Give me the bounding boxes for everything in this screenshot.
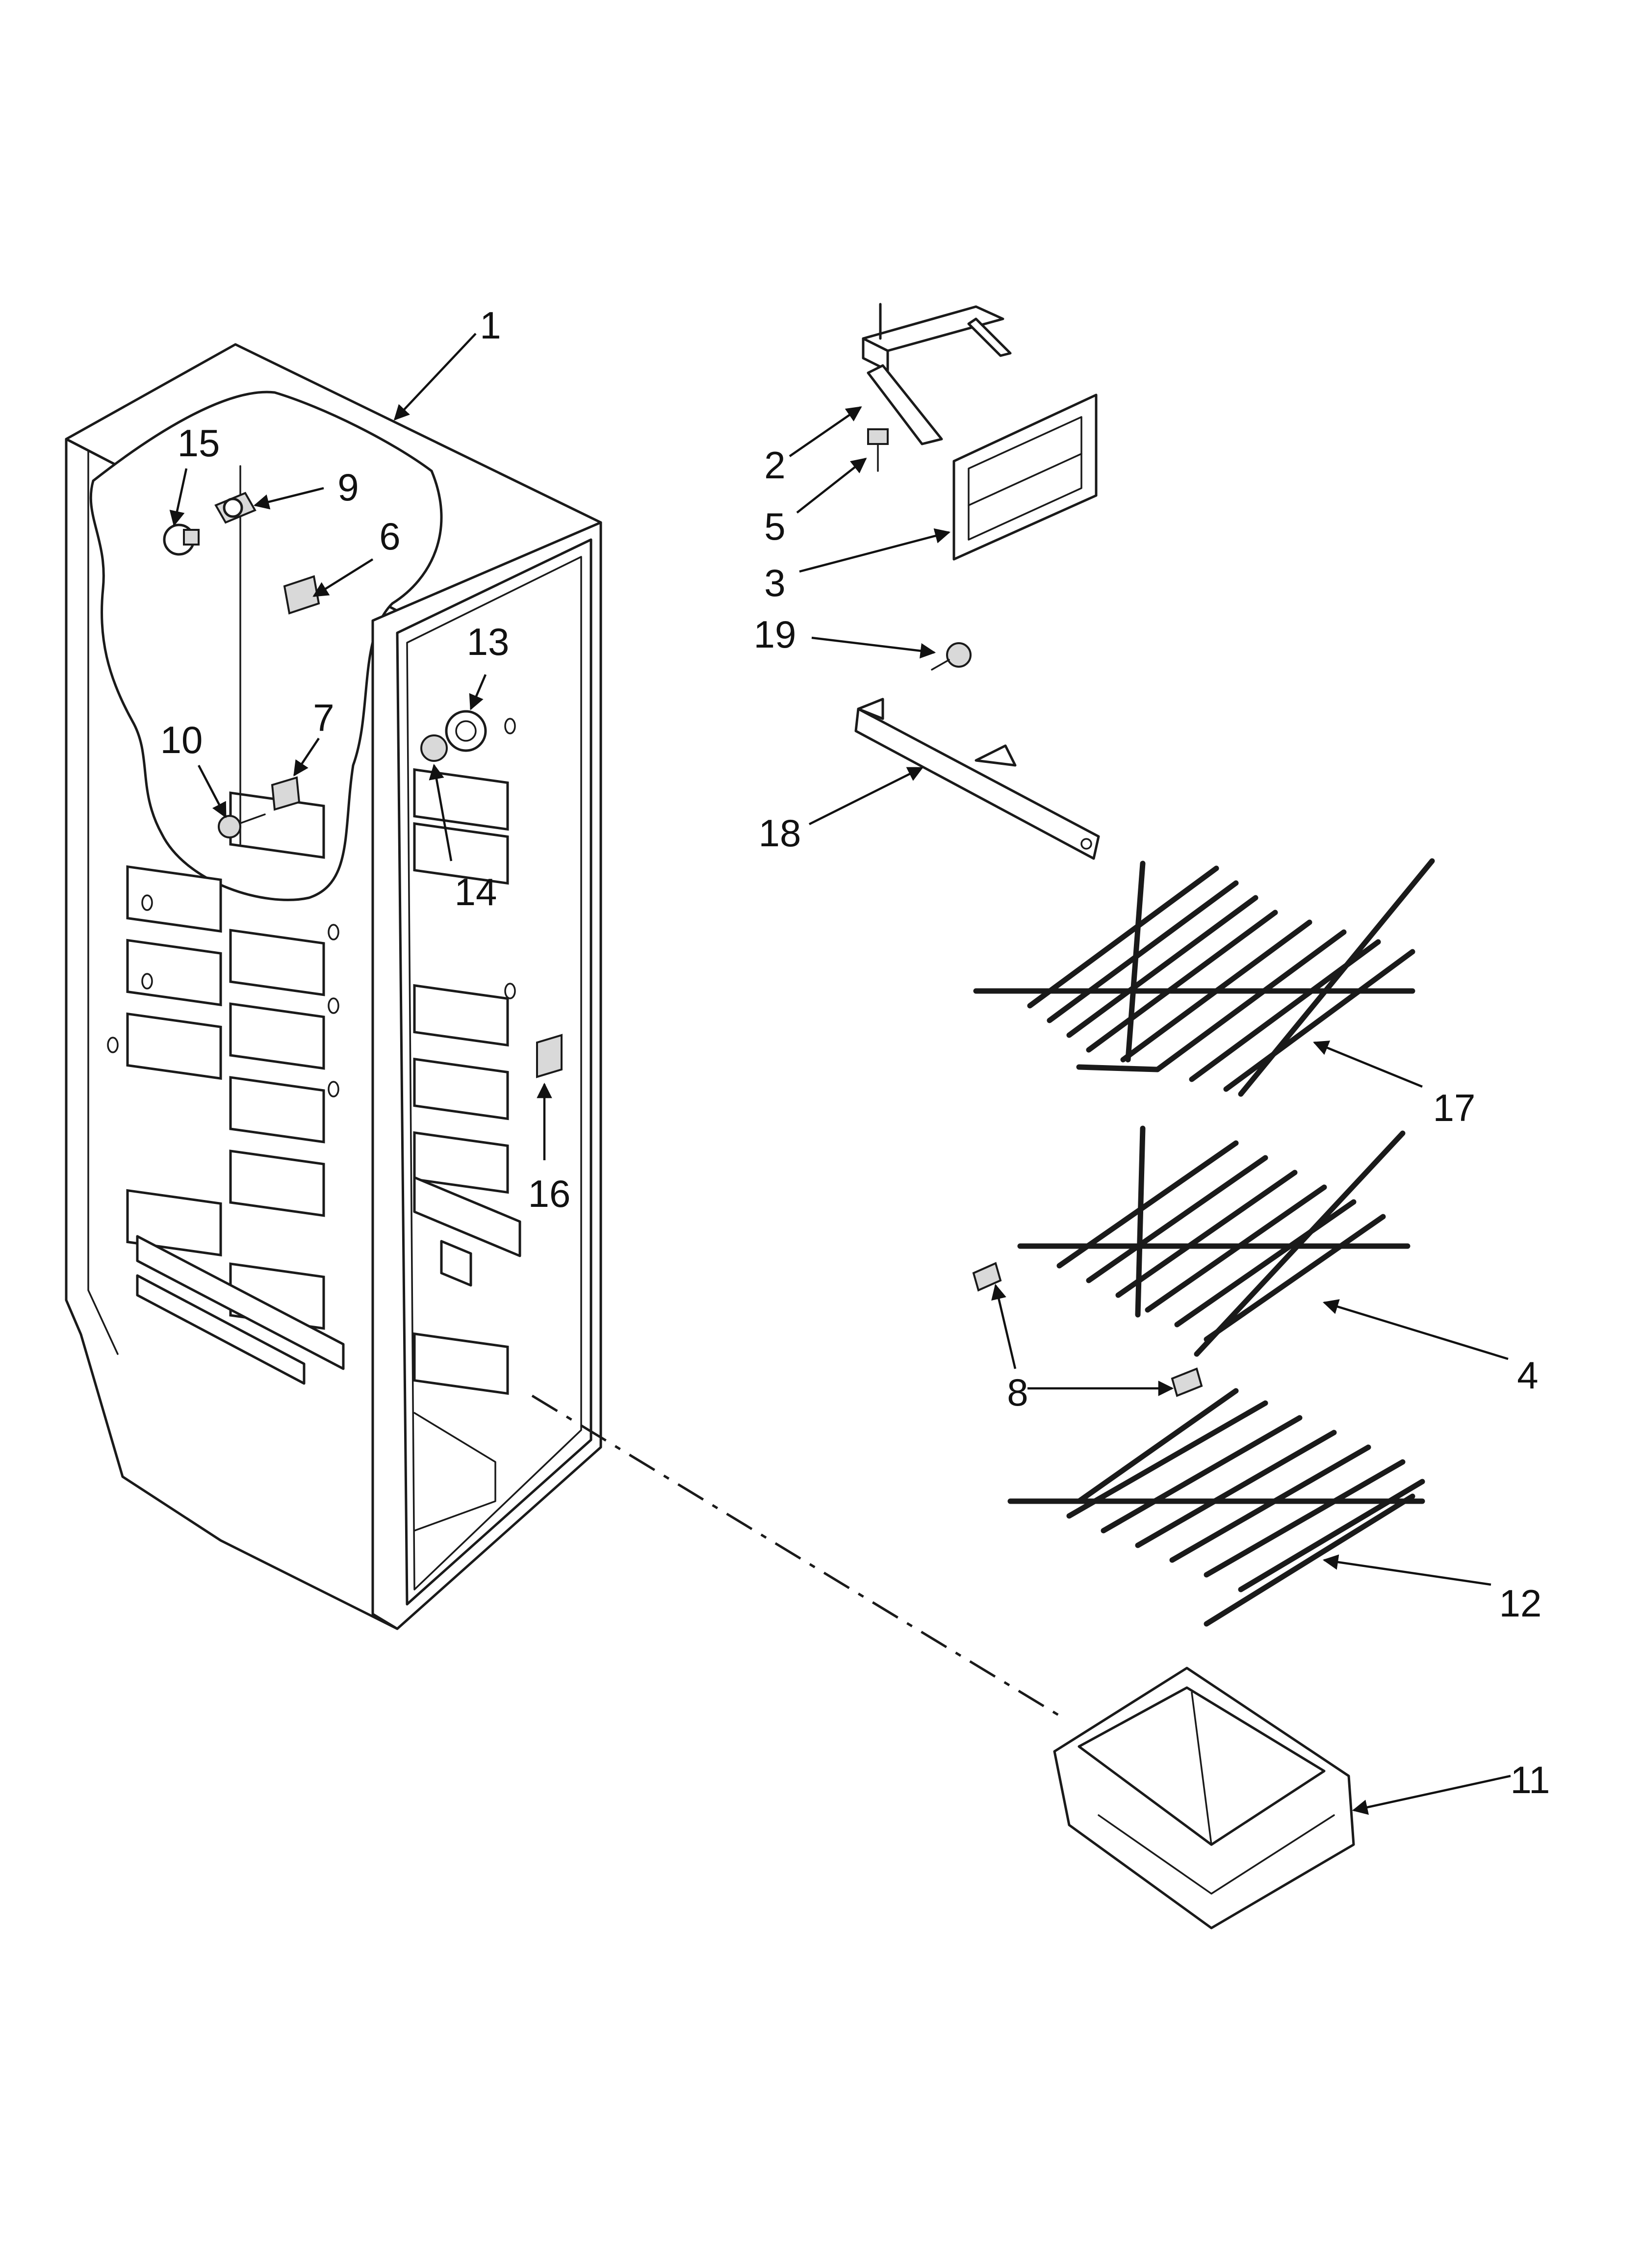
- shelf-bracket: [862, 303, 1012, 445]
- label-part-4: 4: [1517, 1354, 1538, 1397]
- label-part-10: 10: [160, 718, 203, 761]
- label-part-16: 16: [528, 1172, 571, 1215]
- light-shield: [952, 393, 1098, 561]
- label-part-2: 2: [764, 443, 785, 487]
- label-part-19: 19: [754, 613, 796, 656]
- label-part-11: 11: [1511, 1758, 1550, 1801]
- label-part-6: 6: [379, 515, 400, 558]
- label-part-5: 5: [764, 505, 785, 548]
- screw-5: [867, 428, 889, 472]
- label-part-3: 3: [764, 561, 785, 604]
- label-part-9: 9: [337, 466, 359, 509]
- thermostat-13: [445, 710, 487, 752]
- light-bulb: [163, 523, 200, 556]
- label-part-13: 13: [467, 620, 510, 663]
- label-part-18: 18: [759, 811, 801, 855]
- knob-14: [420, 734, 448, 762]
- light-socket: [214, 492, 257, 524]
- clip-6: [283, 575, 320, 615]
- label-part-14: 14: [455, 870, 497, 913]
- freezer-bin: [1053, 1667, 1355, 1929]
- assembly-line: [531, 1394, 1063, 1719]
- clip-7: [271, 776, 301, 811]
- part-labels: 1 2 5 3 19 18 17 4 8 12 11 15 9 6 13 7 1…: [160, 304, 1550, 1801]
- label-part-15: 15: [178, 421, 220, 465]
- shelf-pin-right: [1171, 1367, 1203, 1397]
- freezer-liner: [65, 343, 602, 1630]
- shelf-pin-left: [972, 1262, 1002, 1292]
- label-part-1: 1: [480, 304, 501, 347]
- label-part-8: 8: [1007, 1371, 1028, 1414]
- rail-bracket: [854, 698, 1100, 860]
- leader-lines: [169, 333, 1511, 1815]
- label-part-17: 17: [1433, 1086, 1476, 1129]
- switch-16: [536, 1034, 563, 1078]
- label-part-7: 7: [313, 696, 334, 739]
- shelf-12: [1007, 1388, 1425, 1627]
- label-part-12: 12: [1499, 1582, 1542, 1625]
- shelf-4: [1017, 1125, 1411, 1357]
- screw-19: [931, 642, 972, 671]
- shelf-17: [973, 858, 1435, 1097]
- screw-10: [218, 813, 266, 838]
